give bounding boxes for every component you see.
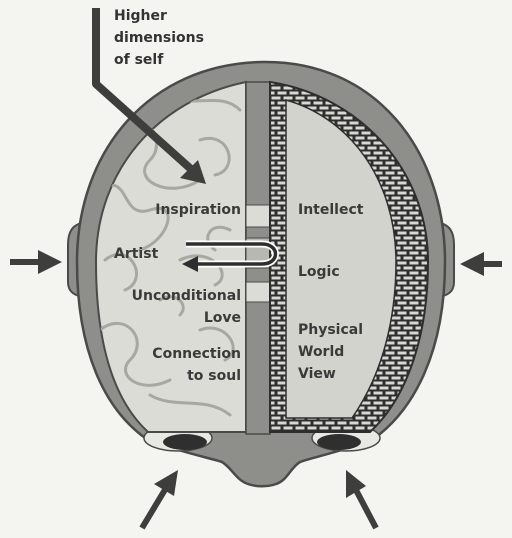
label-unconditional: Unconditional: [132, 288, 241, 304]
left-side-arrow: [10, 250, 62, 274]
bottom-left-arrow: [142, 470, 178, 528]
bottom-right-arrow: [346, 470, 376, 528]
label-inspiration: Inspiration: [155, 202, 241, 218]
label-physical: Physical: [298, 322, 363, 338]
title-line-1: Higher: [114, 8, 167, 24]
label-logic: Logic: [298, 264, 340, 280]
label-world: World: [298, 344, 344, 360]
bridge-upper: [246, 205, 270, 227]
label-intellect: Intellect: [298, 202, 364, 218]
title-line-2: dimensions: [114, 30, 204, 46]
right-eye: [317, 434, 361, 450]
title-line-3: of self: [114, 52, 164, 68]
right-side-arrow: [460, 252, 502, 276]
bridge-lower: [246, 282, 270, 302]
label-artist: Artist: [114, 246, 159, 262]
left-eye: [163, 434, 207, 450]
label-connection: Connection: [152, 346, 241, 362]
label-to-soul: to soul: [187, 368, 241, 384]
label-view: View: [298, 366, 336, 382]
label-love: Love: [204, 310, 241, 326]
